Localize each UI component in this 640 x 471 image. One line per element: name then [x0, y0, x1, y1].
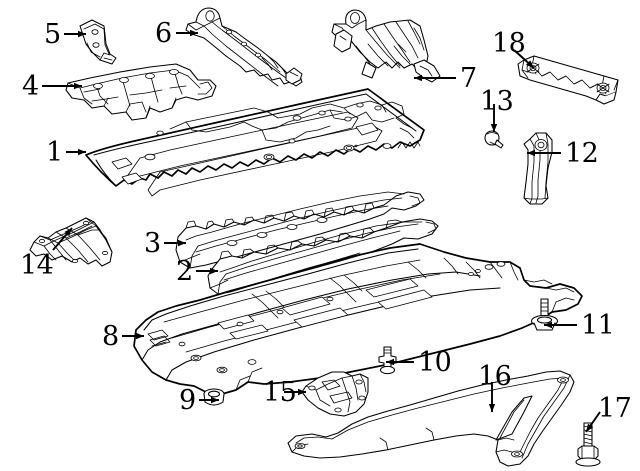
- callout-leaders: [42, 29, 601, 433]
- part-18-spring-clip-rail: [517, 55, 619, 105]
- part-16-support-strut-arm: [287, 370, 575, 467]
- callout-label-13[interactable]: 13: [480, 86, 514, 117]
- callout-label-8[interactable]: 8: [102, 321, 119, 352]
- part-13-clip-nut: [484, 130, 504, 149]
- callout-label-18[interactable]: 18: [492, 28, 526, 59]
- callout-label-3[interactable]: 3: [144, 228, 161, 259]
- part-10-push-pin-clip: [378, 346, 397, 375]
- part-15-mount-bracket-plate: [301, 371, 369, 417]
- callout-label-2[interactable]: 2: [176, 256, 193, 287]
- callout-label-15[interactable]: 15: [263, 377, 297, 408]
- callout-label-7[interactable]: 7: [460, 63, 477, 94]
- callout-label-4[interactable]: 4: [22, 71, 39, 102]
- part-9-grommet-plug: [203, 388, 225, 406]
- callout-label-17[interactable]: 17: [598, 393, 632, 424]
- callout-label-5[interactable]: 5: [44, 19, 61, 50]
- callout-label-11[interactable]: 11: [581, 310, 615, 341]
- callout-label-14[interactable]: 14: [20, 250, 54, 281]
- part-4-crossmember-front: [65, 63, 217, 121]
- part-3-sill-reinforcement-upper: [175, 191, 425, 269]
- callout-label-10[interactable]: 10: [418, 347, 452, 378]
- part-12-hanger-bracket: [523, 132, 553, 205]
- part-7-console-bracket: [331, 9, 441, 83]
- part-5-bracket-small: [79, 19, 117, 65]
- part-17-hex-flange-bolt: [575, 422, 601, 467]
- callout-label-6[interactable]: 6: [155, 18, 172, 49]
- callout-label-9[interactable]: 9: [179, 385, 196, 416]
- part-1-floor-panel-main: [85, 88, 425, 197]
- part-8-underbody-shield: [133, 243, 583, 395]
- callout-label-16[interactable]: 16: [478, 361, 512, 392]
- callout-label-12[interactable]: 12: [565, 138, 599, 169]
- callout-label-1[interactable]: 1: [46, 137, 63, 168]
- part-6-seat-rail-support: [185, 7, 303, 87]
